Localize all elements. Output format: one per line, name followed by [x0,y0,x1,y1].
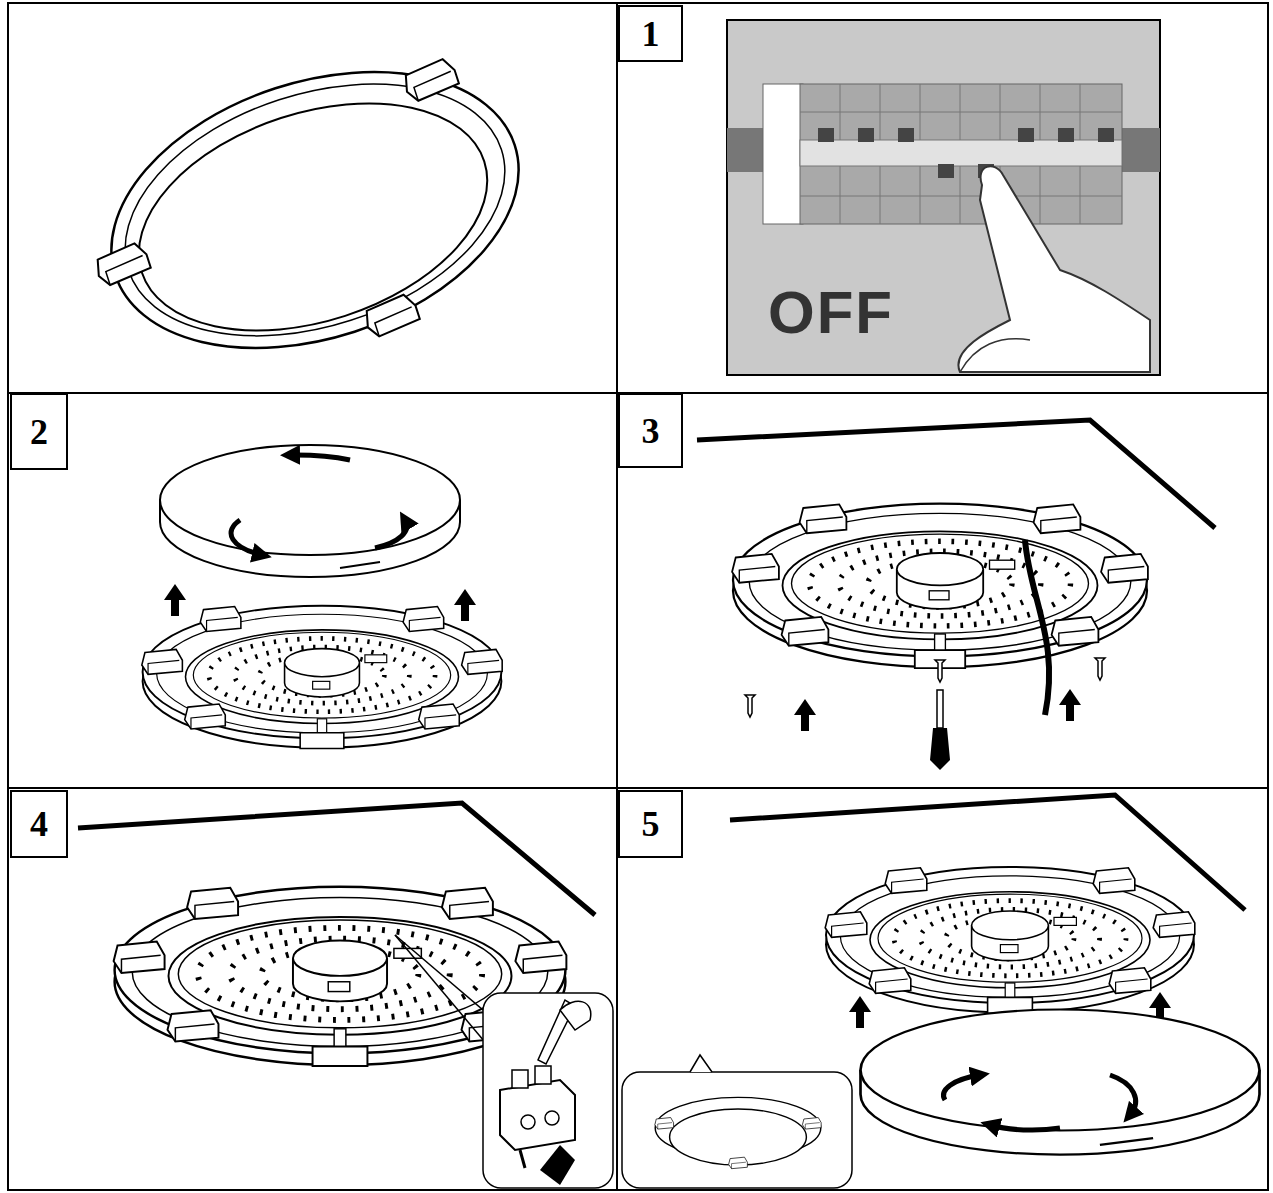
step-number: 3 [642,410,660,452]
step-number-box: 1 [618,5,683,62]
switch-state-label: OFF [768,278,894,347]
step-number: 2 [30,411,48,453]
step-number: 5 [642,803,660,845]
step-number-box: 5 [618,790,683,858]
step-number-box: 3 [618,393,683,468]
step-number-box: 4 [10,790,68,858]
step-number: 1 [642,13,660,55]
step-number: 4 [30,803,48,845]
step-number-box: 2 [10,393,68,470]
